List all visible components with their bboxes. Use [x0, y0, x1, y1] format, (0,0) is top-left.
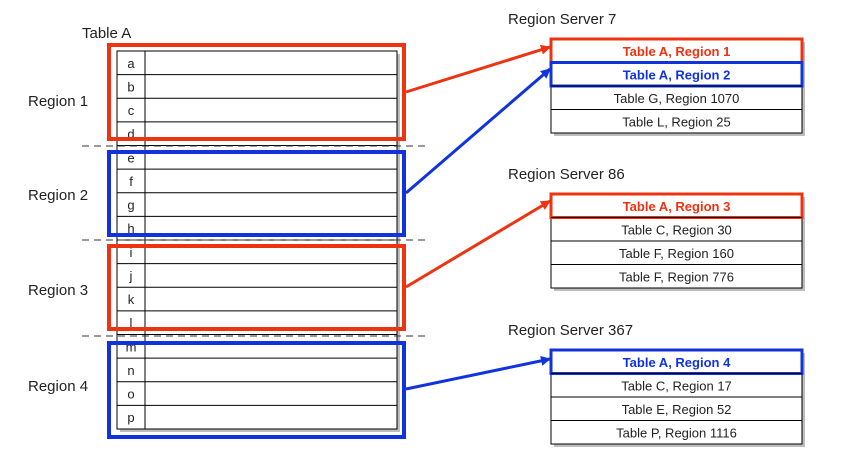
server-entry: Table F, Region 776 — [619, 269, 734, 284]
server-entry: Table C, Region 30 — [621, 222, 732, 237]
region-label: Region 3 — [28, 282, 88, 299]
server-entry: Table A, Region 2 — [623, 67, 731, 82]
row-key: i — [130, 245, 133, 260]
server-entry: Table F, Region 160 — [619, 246, 734, 261]
row-key: d — [127, 127, 134, 142]
server-entry: Table L, Region 25 — [622, 114, 730, 129]
region-outline — [107, 341, 406, 439]
row-key: f — [129, 174, 133, 189]
row-key: a — [127, 56, 135, 71]
server-entry: Table A, Region 1 — [623, 44, 731, 59]
row-key: e — [127, 150, 134, 165]
row-key: c — [128, 103, 135, 118]
server-title: Region Server 367 — [508, 322, 633, 339]
table-title: Table A — [82, 25, 131, 42]
server-entry: Table A, Region 3 — [623, 199, 731, 214]
row-key: l — [130, 316, 133, 331]
row-key: b — [127, 79, 134, 94]
region-assignment-arrow — [405, 199, 551, 289]
row-key: n — [127, 363, 134, 378]
server-title: Region Server 7 — [508, 11, 616, 28]
server-entry: Table G, Region 1070 — [614, 91, 740, 106]
region-label: Region 1 — [28, 93, 88, 110]
region-assignment-arrow — [405, 44, 551, 94]
row-key: g — [127, 198, 134, 213]
region-outline — [107, 244, 406, 331]
row-key: p — [127, 410, 134, 425]
region-assignment-arrow — [405, 67, 551, 195]
row-key: h — [127, 221, 134, 236]
region-label: Region 2 — [28, 187, 88, 204]
server-entry: Table C, Region 17 — [621, 378, 732, 393]
server-entry: Table A, Region 4 — [623, 355, 731, 370]
row-key: j — [129, 268, 133, 283]
row-key: m — [126, 339, 137, 354]
region-label: Region 4 — [28, 378, 88, 395]
region-assignment-arrow — [405, 355, 551, 391]
server-entry: Table E, Region 52 — [622, 402, 732, 417]
row-key: o — [127, 387, 134, 402]
server-title: Region Server 86 — [508, 166, 625, 183]
region-outline — [107, 150, 406, 237]
region-outline — [107, 43, 406, 141]
row-key: k — [128, 292, 135, 307]
server-entry: Table P, Region 1116 — [616, 425, 737, 440]
